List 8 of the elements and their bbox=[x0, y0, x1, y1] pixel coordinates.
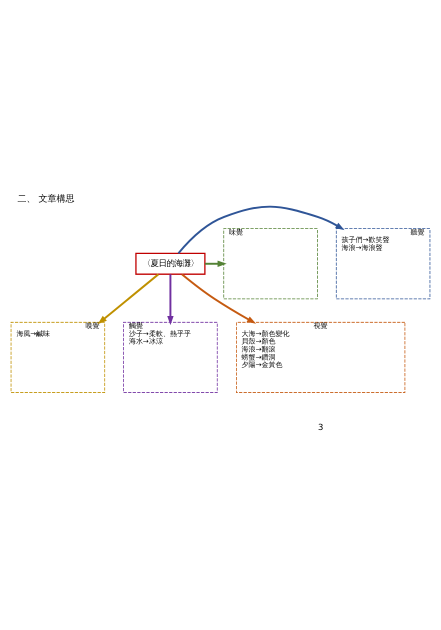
node-box: 〈夏日的海灘〉 bbox=[135, 252, 206, 274]
arrow bbox=[167, 274, 174, 325]
arrow bbox=[98, 273, 159, 324]
diagram-title: 二、 文章構思 bbox=[17, 194, 74, 204]
arrow bbox=[181, 273, 256, 324]
label: 3 bbox=[318, 421, 324, 432]
arrow bbox=[178, 205, 344, 254]
arrow bbox=[205, 260, 227, 266]
